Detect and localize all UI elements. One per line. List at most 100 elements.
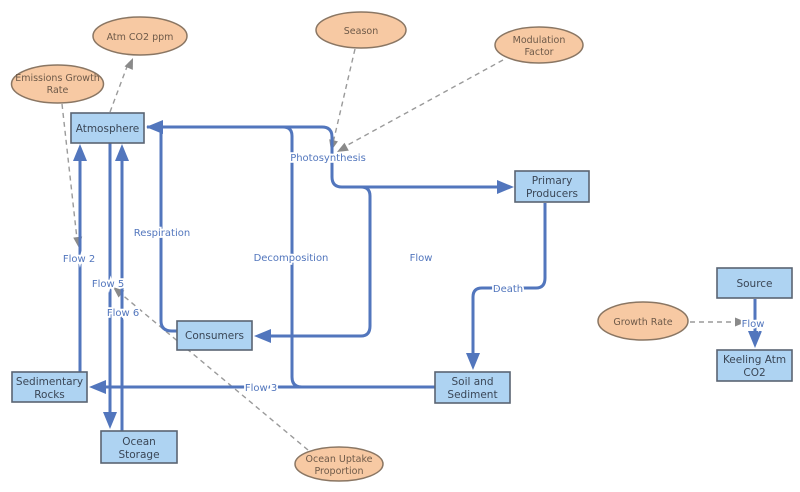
- flow-label-flow[interactable]: Flow: [408, 251, 434, 266]
- flow-flow-2[interactable]: [73, 144, 87, 372]
- stock-primary-producers[interactable]: Primary Producers: [514, 170, 590, 203]
- pipe: [268, 185, 372, 338]
- converter-season[interactable]: Season: [315, 11, 407, 49]
- arrowhead-icon: [254, 329, 271, 343]
- arrowhead-icon: [748, 331, 762, 348]
- flow-label-death[interactable]: Death: [491, 282, 525, 297]
- flow-flow-5[interactable]: [103, 143, 117, 429]
- converter-ellipse: [315, 11, 407, 49]
- stock-box: [716, 349, 793, 382]
- stock-label-line1: Ocean: [122, 436, 156, 448]
- stock-label-line1: Soil and: [451, 376, 493, 388]
- stock-ocean-storage[interactable]: Ocean Storage: [100, 430, 178, 464]
- arrowhead-icon: [337, 142, 349, 152]
- connector-modulation-factor-to-photosynthesis[interactable]: [335, 59, 504, 156]
- connector-ocean-uptake-proportion-to-flow-5[interactable]: [110, 284, 309, 451]
- stock-label-line1: Sedimentary: [16, 376, 83, 388]
- stock-box: [100, 430, 178, 464]
- arrowhead-icon: [103, 412, 117, 429]
- stock-label-line2: Producers: [526, 188, 578, 200]
- connector-line: [343, 59, 504, 148]
- stock-label: Source: [736, 278, 772, 290]
- stock-label-line1: Primary: [532, 175, 573, 187]
- converter-label: Atm CO2 ppm: [107, 32, 174, 43]
- stock-box: [514, 170, 590, 203]
- converter-ellipse: [494, 26, 584, 64]
- stock-label: Consumers: [185, 330, 244, 342]
- converters: Atm CO2 ppm Emissions Growth Rate Season…: [10, 11, 689, 482]
- flow-label-flow-2[interactable]: Flow 2: [61, 252, 97, 267]
- stock-label-line2: CO2: [743, 367, 765, 379]
- converter-ellipse: [10, 64, 105, 104]
- stock-box: [11, 371, 88, 403]
- converter-label-line1: Emissions Growth: [15, 73, 100, 84]
- stock-sedimentary-rocks[interactable]: Sedimentary Rocks: [11, 371, 88, 403]
- flow-source-flow[interactable]: [748, 299, 762, 348]
- converter-growth-rate[interactable]: Growth Rate: [597, 301, 689, 341]
- connectors: [61, 48, 746, 451]
- stock-keeling-atm-co2[interactable]: Keeling Atm CO2: [716, 349, 793, 382]
- converter-label-line2: Proportion: [314, 466, 363, 477]
- arrowhead-icon: [497, 180, 514, 194]
- arrowhead-icon: [735, 317, 746, 327]
- converter-ocean-uptake-proportion[interactable]: Ocean Uptake Proportion: [294, 446, 384, 482]
- flow-death[interactable]: [466, 203, 547, 370]
- converter-atm-co2-ppm[interactable]: Atm CO2 ppm: [92, 16, 188, 56]
- stock-box: [716, 267, 793, 299]
- flow-label-respiration[interactable]: Respiration: [132, 226, 192, 241]
- flow-labels: Photosynthesis Respiration Decomposition…: [61, 151, 766, 396]
- flow-pipes: [73, 120, 762, 431]
- converter-ellipse: [597, 301, 689, 341]
- arrowhead-icon: [466, 353, 480, 370]
- stock-box: [434, 371, 511, 404]
- connector-line: [119, 292, 309, 451]
- pipe: [147, 125, 500, 189]
- connector-line: [109, 63, 129, 113]
- flow-label-photosynthesis[interactable]: Photosynthesis: [288, 151, 367, 166]
- stock-label-line2: Storage: [118, 449, 159, 461]
- stock-source[interactable]: Source: [716, 267, 793, 299]
- connector-growth-rate-to-source-flow[interactable]: [690, 317, 746, 327]
- converter-label: Growth Rate: [613, 317, 672, 328]
- converter-label-line2: Factor: [524, 47, 553, 58]
- converter-label-line2: Rate: [47, 85, 69, 96]
- stock-label-line1: Keeling Atm: [723, 354, 786, 366]
- flow-label-decomposition[interactable]: Decomposition: [252, 251, 330, 266]
- flow-label-source-flow[interactable]: Flow: [740, 317, 766, 332]
- arrowhead-icon: [89, 380, 106, 394]
- pipe: [471, 203, 547, 356]
- converter-modulation-factor[interactable]: Modulation Factor: [494, 26, 584, 64]
- stocks: Atmosphere Primary Producers Consumers S…: [11, 112, 793, 464]
- arrowhead-icon: [73, 236, 83, 248]
- stock-label: Atmosphere: [76, 123, 140, 135]
- converter-label: Season: [344, 26, 378, 37]
- stock-consumers[interactable]: Consumers: [176, 320, 253, 351]
- arrowhead-icon: [115, 144, 129, 161]
- arrowhead-icon: [113, 287, 125, 298]
- stock-atmosphere[interactable]: Atmosphere: [70, 112, 145, 144]
- connector-atmosphere-to-atm-co2-ppm[interactable]: [109, 56, 137, 113]
- stock-box: [176, 320, 253, 351]
- stock-label-line2: Sediment: [447, 389, 497, 401]
- converter-label-line1: Ocean Uptake: [306, 454, 373, 465]
- converter-label-line1: Modulation: [513, 35, 566, 46]
- converter-ellipse: [294, 446, 384, 482]
- flow-photosynthesis[interactable]: [146, 120, 514, 194]
- flow-flow-3[interactable]: [89, 380, 435, 394]
- flow-respiration[interactable]: [159, 128, 177, 333]
- pipe: [159, 128, 177, 333]
- arrowhead-icon: [124, 58, 133, 70]
- flow-label-flow-5[interactable]: Flow 5: [90, 277, 126, 292]
- converter-emissions-growth-rate[interactable]: Emissions Growth Rate: [10, 64, 105, 104]
- flow-flow[interactable]: [254, 185, 372, 343]
- arrowhead-icon: [146, 120, 163, 134]
- flow-label-flow-3[interactable]: Flow 3: [243, 381, 279, 396]
- stock-box: [70, 112, 145, 144]
- stock-label-line2: Rocks: [34, 389, 65, 401]
- stock-soil-and-sediment[interactable]: Soil and Sediment: [434, 371, 511, 404]
- connector-line: [332, 48, 356, 144]
- flow-label-flow-6[interactable]: Flow 6: [105, 306, 141, 321]
- converter-ellipse: [92, 16, 188, 56]
